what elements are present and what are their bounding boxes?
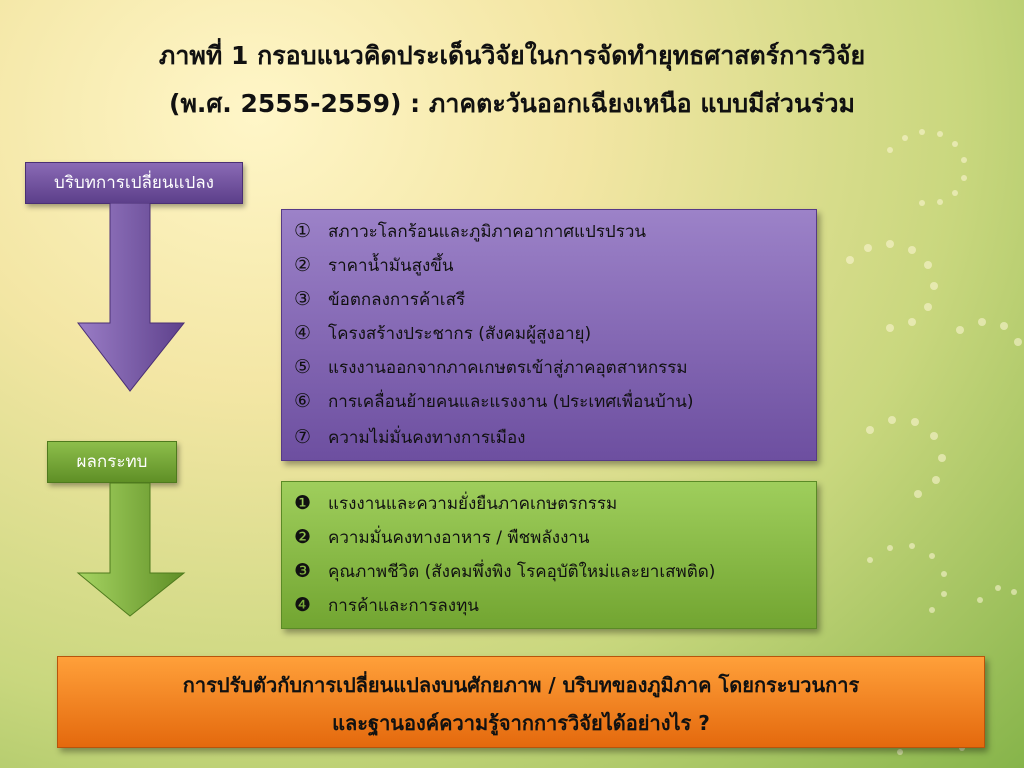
context-factors-box: ① สภาวะโลกร้อนและภูมิภาคอากาศแปรปรวน ② ราค…: [281, 209, 817, 461]
context-down-arrow: [76, 203, 186, 392]
context-item: ⑤ แรงงานออกจากภาคเกษตรเข้าสู่ภาคอุตสาหกรร…: [294, 354, 688, 381]
impact-item: ❶ แรงงานและความยั่งยืนภาคเกษตรกรรม: [294, 490, 617, 517]
context-item-text: ความไม่มั่นคงทางการเมือง: [328, 428, 526, 448]
context-item: ③ ข้อตกลงการค้าเสรี: [294, 286, 465, 313]
number-badge: ❷: [294, 526, 312, 548]
context-item: ① สภาวะโลกร้อนและภูมิภาคอากาศแปรปรวน: [294, 218, 646, 245]
impact-label: ผลกระทบ: [47, 441, 177, 483]
conclusion-question-box: การปรับตัวกับการเปลี่ยนแปลงบนศักยภาพ / บ…: [57, 656, 985, 748]
number-badge: ④: [294, 322, 312, 344]
context-item-text: แรงงานออกจากภาคเกษตรเข้าสู่ภาคอุตสาหกรรม: [328, 358, 688, 378]
impact-item-text: แรงงานและความยั่งยืนภาคเกษตรกรรม: [328, 494, 618, 514]
context-item-text: การเคลื่อนย้ายคนและแรงงาน (ประเทศเพื่อนบ…: [328, 392, 694, 412]
number-badge: ⑤: [294, 356, 312, 378]
conclusion-line-1: การปรับตัวกับการเปลี่ยนแปลงบนศักยภาพ / บ…: [182, 673, 860, 697]
diagram-title-line-2: (พ.ศ. 2555-2559) : ภาคตะวันออกเฉียงเหนือ…: [169, 89, 855, 118]
number-badge: ⑦: [294, 426, 312, 448]
impact-item-text: ความมั่นคงทางอาหาร / พืชพลังงาน: [328, 528, 590, 548]
conclusion-line-2: และฐานองค์ความรู้จากการวิจัยได้อย่างไร ?: [332, 711, 710, 735]
impact-item: ❸ คุณภาพชีวิต (สังคมพึ่งพิง โรคอุบัติใหม่…: [294, 558, 715, 585]
impact-down-arrow: [76, 483, 186, 617]
impact-factors-box: ❶ แรงงานและความยั่งยืนภาคเกษตรกรรม ❷ ความม…: [281, 481, 817, 629]
diagram-title-line-1: ภาพที่ 1 กรอบแนวคิดประเด็นวิจัยในการจัดท…: [158, 41, 866, 70]
number-badge: ①: [294, 220, 312, 242]
impact-item: ❷ ความมั่นคงทางอาหาร / พืชพลังงาน: [294, 524, 590, 551]
context-item: ⑦ ความไม่มั่นคงทางการเมือง: [294, 424, 525, 451]
number-badge: ❸: [294, 560, 312, 582]
context-item-text: โครงสร้างประชากร (สังคมผู้สูงอายุ): [328, 324, 592, 344]
context-item-text: ข้อตกลงการค้าเสรี: [328, 290, 466, 310]
number-badge: ⑥: [294, 390, 312, 412]
context-item-text: สภาวะโลกร้อนและภูมิภาคอากาศแปรปรวน: [328, 222, 647, 242]
number-badge: ②: [294, 254, 312, 276]
context-label: บริบทการเปลี่ยนแปลง: [25, 162, 243, 204]
context-item: ④ โครงสร้างประชากร (สังคมผู้สูงอายุ): [294, 320, 591, 347]
context-item: ⑥ การเคลื่อนย้ายคนและแรงงาน (ประเทศเพื่อน…: [294, 388, 694, 415]
context-item: ② ราคาน้ำมันสูงขึ้น: [294, 252, 454, 279]
impact-item-text: คุณภาพชีวิต (สังคมพึ่งพิง โรคอุบัติใหม่แ…: [328, 562, 716, 582]
impact-item-text: การค้าและการลงทุน: [328, 596, 479, 616]
context-item-text: ราคาน้ำมันสูงขึ้น: [328, 256, 454, 276]
number-badge: ③: [294, 288, 312, 310]
number-badge: ❶: [294, 492, 312, 514]
number-badge: ❹: [294, 594, 312, 616]
impact-item: ❹ การค้าและการลงทุน: [294, 592, 479, 619]
